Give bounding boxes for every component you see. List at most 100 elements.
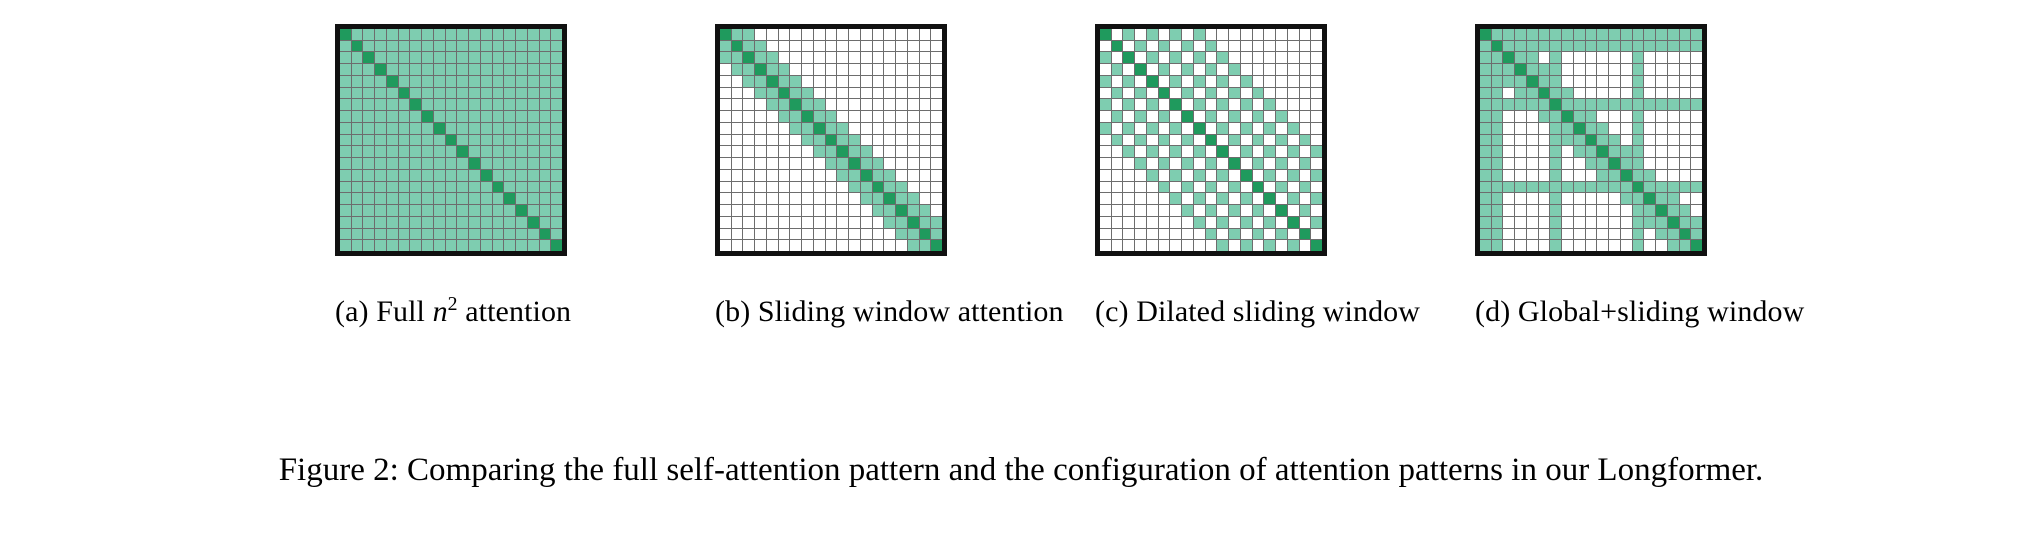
matrix-cell: [410, 40, 422, 52]
matrix-cell: [720, 64, 731, 75]
matrix-cell: [931, 193, 942, 205]
matrix-cell: [1111, 134, 1123, 146]
matrix-cell: [386, 40, 398, 52]
matrix-cell: [351, 228, 363, 240]
matrix-cell: [1503, 181, 1515, 193]
matrix-cell: [1644, 40, 1656, 52]
matrix-cell: [516, 169, 527, 181]
matrix-cell: [1609, 75, 1620, 87]
matrix-cell: [802, 205, 813, 216]
matrix-cell: [1287, 99, 1299, 111]
matrix-cell: [351, 75, 363, 87]
matrix-cell: [1526, 205, 1538, 216]
matrix-cell: [1229, 146, 1240, 158]
matrix-cell: [907, 75, 919, 87]
matrix-cell: [1597, 99, 1609, 111]
matrix-cell: [802, 111, 813, 122]
matrix-cell: [802, 193, 813, 205]
matrix-cell: [1276, 216, 1287, 228]
matrix-cell: [410, 181, 422, 193]
matrix-cell: [1100, 40, 1111, 52]
matrix-cell: [1515, 228, 1526, 240]
matrix-cell: [1667, 52, 1679, 64]
matrix-cell: [433, 146, 445, 158]
matrix-cell: [340, 87, 351, 99]
matrix-cell: [802, 29, 813, 40]
matrix-cell: [1480, 228, 1491, 240]
matrix-cell: [527, 40, 539, 52]
matrix-cell: [1252, 52, 1264, 64]
matrix-cell: [1158, 29, 1170, 40]
matrix-cell: [813, 193, 825, 205]
matrix-cell: [1287, 228, 1299, 240]
matrix-cell: [1620, 75, 1632, 87]
matrix-cell: [1667, 146, 1679, 158]
matrix-cell: [1240, 240, 1252, 251]
matrix-cell: [1656, 111, 1667, 122]
matrix-cell: [375, 111, 386, 122]
matrix-cell: [410, 99, 422, 111]
matrix-cell: [1182, 158, 1193, 169]
matrix-cell: [469, 146, 480, 158]
matrix-cell: [527, 240, 539, 251]
matrix-cell: [731, 158, 743, 169]
matrix-cell: [1135, 240, 1146, 251]
matrix-cell: [551, 193, 562, 205]
matrix-cell: [516, 228, 527, 240]
matrix-cell: [1158, 64, 1170, 75]
matrix-cell: [1656, 228, 1667, 240]
matrix-cell: [422, 75, 433, 87]
matrix-cell: [363, 52, 375, 64]
matrix-cell: [919, 216, 931, 228]
matrix-cell: [1644, 146, 1656, 158]
matrix-cell: [1158, 40, 1170, 52]
matrix-cell: [1562, 181, 1573, 193]
panel-label-row: (a) Full n2 attention (b) Sliding window…: [0, 292, 2042, 338]
matrix-cell: [813, 205, 825, 216]
matrix-cell: [340, 146, 351, 158]
matrix-cell: [363, 240, 375, 251]
matrix-cell: [1100, 146, 1111, 158]
matrix-cell: [755, 40, 766, 52]
matrix-cell: [813, 228, 825, 240]
matrix-cell: [1111, 29, 1123, 40]
matrix-cell: [445, 87, 457, 99]
matrix-cell: [527, 99, 539, 111]
matrix-cell: [480, 29, 492, 40]
matrix-cell: [1515, 75, 1526, 87]
matrix-cell: [375, 99, 386, 111]
matrix-cell: [802, 134, 813, 146]
matrix-cell: [1123, 193, 1135, 205]
matrix-cell: [504, 193, 516, 205]
matrix-cell: [1311, 111, 1322, 122]
matrix-cell: [778, 40, 790, 52]
matrix-cell: [422, 216, 433, 228]
matrix-cell: [1217, 111, 1229, 122]
matrix-cell: [790, 99, 802, 111]
matrix-cell: [1170, 75, 1182, 87]
matrix-cell: [849, 52, 860, 64]
matrix-cell: [480, 205, 492, 216]
matrix-cell: [931, 181, 942, 193]
matrix-cell: [1205, 122, 1217, 134]
matrix-cell: [919, 52, 931, 64]
matrix-cell: [872, 75, 884, 87]
matrix-cell: [1276, 158, 1287, 169]
matrix-cell: [813, 134, 825, 146]
matrix-cell: [1299, 64, 1311, 75]
matrix-cell: [1503, 122, 1515, 134]
matrix-cell: [766, 111, 778, 122]
matrix-cell: [445, 228, 457, 240]
matrix-cell: [551, 240, 562, 251]
matrix-cell: [931, 205, 942, 216]
matrix-cell: [1550, 52, 1562, 64]
matrix-cell: [896, 134, 907, 146]
matrix-cell: [778, 111, 790, 122]
matrix-cell: [1240, 64, 1252, 75]
matrix-cell: [802, 87, 813, 99]
matrix-cell: [1264, 40, 1276, 52]
matrix-cell: [504, 181, 516, 193]
matrix-cell: [551, 99, 562, 111]
matrix-cell: [398, 216, 410, 228]
matrix-cell: [1585, 87, 1597, 99]
